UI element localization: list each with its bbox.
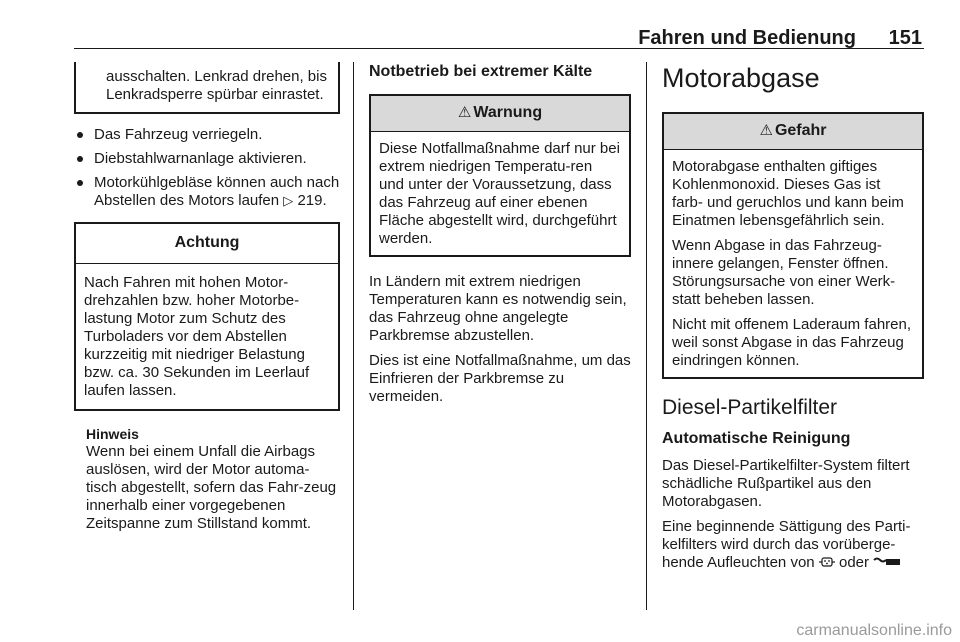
warning-triangle-icon: ⚠ <box>759 122 773 139</box>
list-item: Das Fahrzeug verriegeln. <box>74 126 340 144</box>
hinweis-text: Wenn bei einem Unfall die Airbags auslös… <box>86 443 337 532</box>
section-heading-motorabgase: Motorabgase <box>662 63 820 93</box>
list-item: Motorkühlgebläse können auch nach Abstel… <box>74 174 340 210</box>
column-right: Motorabgase ⚠Gefahr Motorabgase enthalte… <box>662 62 924 572</box>
gefahr-text: Nicht mit offenem Laderaum fahren, weil … <box>672 316 912 369</box>
section-heading: Notbetrieb bei extremer Kälte <box>369 63 593 80</box>
page-number: 151 <box>888 27 922 49</box>
hinweis-note: Hinweis Wenn bei einem Unfall die Airbag… <box>74 425 340 533</box>
warnung-box: ⚠Warnung Diese Notfallmaßnahme darf nur … <box>369 94 631 257</box>
continued-instruction-text: ausschalten. Lenkrad drehen, bis Lenkrad… <box>106 68 327 103</box>
subsubsection-heading: Automatische Reinigung <box>662 430 851 447</box>
column-divider <box>646 62 647 610</box>
hinweis-heading: Hinweis <box>86 426 139 442</box>
warning-triangle-icon: ⚠ <box>457 104 472 121</box>
diesel-particle-filter-icon <box>818 557 835 567</box>
list-item: Diebstahlwarnanlage aktivieren. <box>74 150 340 168</box>
gefahr-text: Wenn Abgase in das Fahrzeug-innere gelan… <box>672 237 896 308</box>
subsection-heading: Diesel-Partikelfilter <box>662 396 838 419</box>
column-middle: Notbetrieb bei extremer Kälte ⚠Warnung D… <box>369 62 631 413</box>
achtung-heading: Achtung <box>76 224 338 264</box>
gefahr-heading: ⚠Gefahr <box>664 114 922 150</box>
achtung-box: Achtung Nach Fahren mit hohen Motor-dreh… <box>74 222 340 411</box>
gefahr-box: ⚠Gefahr Motorabgase enthalten giftiges K… <box>662 112 924 379</box>
glow-plug-icon <box>873 557 901 565</box>
achtung-text: Nach Fahren mit hohen Motor-drehzahlen b… <box>84 274 310 399</box>
gefahr-text: Motorabgase enthalten giftiges Kohlenmon… <box>672 158 904 229</box>
watermark: carmanualsonline.info <box>796 622 952 639</box>
paragraph: Dies ist eine Notfallmaßnahme, um das Ei… <box>369 352 631 405</box>
continued-instruction-box: ausschalten. Lenkrad drehen, bis Lenkrad… <box>74 62 340 114</box>
page-reference-arrow-icon: ▷ <box>283 193 294 208</box>
column-left: ausschalten. Lenkrad drehen, bis Lenkrad… <box>74 62 340 533</box>
bullet-list: Das Fahrzeug verriegeln. Diebstahlwarnan… <box>74 126 340 210</box>
warnung-heading: ⚠Warnung <box>371 96 629 132</box>
warnung-text: Diese Notfallmaßnahme darf nur bei extre… <box>379 140 620 247</box>
paragraph: In Ländern mit extrem niedrigen Temperat… <box>369 273 627 344</box>
column-divider <box>353 62 354 610</box>
paragraph: Eine beginnende Sättigung des Parti-kelf… <box>662 518 911 571</box>
page-reference: 219. <box>297 192 327 209</box>
section-title: Fahren und Bedienung <box>638 27 856 49</box>
paragraph: Das Diesel-Partikelfilter-System filtert… <box>662 457 910 510</box>
header-rule <box>74 48 924 49</box>
page-header: Fahren und Bedienung 151 <box>0 0 960 50</box>
